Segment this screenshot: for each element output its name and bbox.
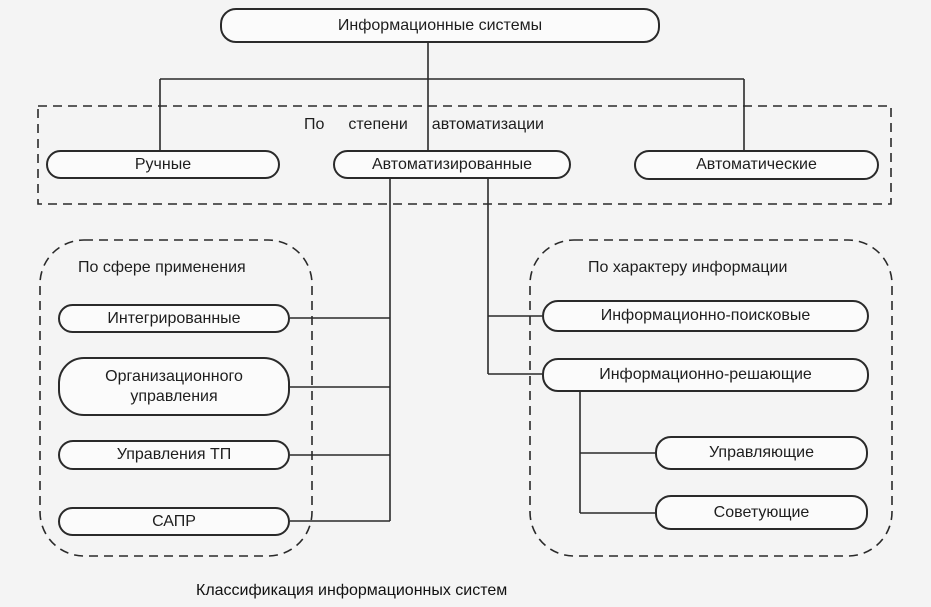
group-info-frame [529, 239, 893, 557]
group-automation-label: По степени автоматизации [304, 116, 544, 134]
node-process-control: Управления ТП [58, 440, 290, 470]
group-automation-label-part: автоматизации [431, 116, 544, 133]
node-automated: Автоматизированные [333, 150, 571, 179]
node-cad: САПР [58, 507, 290, 536]
group-automation-label-part: степени [348, 116, 408, 133]
node-manual: Ручные [46, 150, 280, 179]
node-automatic: Автоматические [634, 150, 879, 180]
group-info-label: По характеру информации [588, 259, 788, 276]
node-info-retrieval: Информационно-поисковые [542, 300, 869, 332]
node-advising: Советующие [655, 495, 868, 530]
group-scope-label: По сфере применения [78, 259, 246, 276]
node-organizational-management: Организационного управления [58, 357, 290, 416]
diagram-caption: Классификация информационных систем [196, 582, 508, 599]
group-automation-label-part: По [304, 116, 325, 133]
node-info-decision: Информационно-решающие [542, 358, 869, 392]
group-scope-frame [39, 239, 313, 557]
root-node: Информационные системы [220, 8, 660, 43]
node-controlling: Управляющие [655, 436, 868, 470]
node-integrated: Интегрированные [58, 304, 290, 333]
group-automation-frame [37, 105, 892, 205]
